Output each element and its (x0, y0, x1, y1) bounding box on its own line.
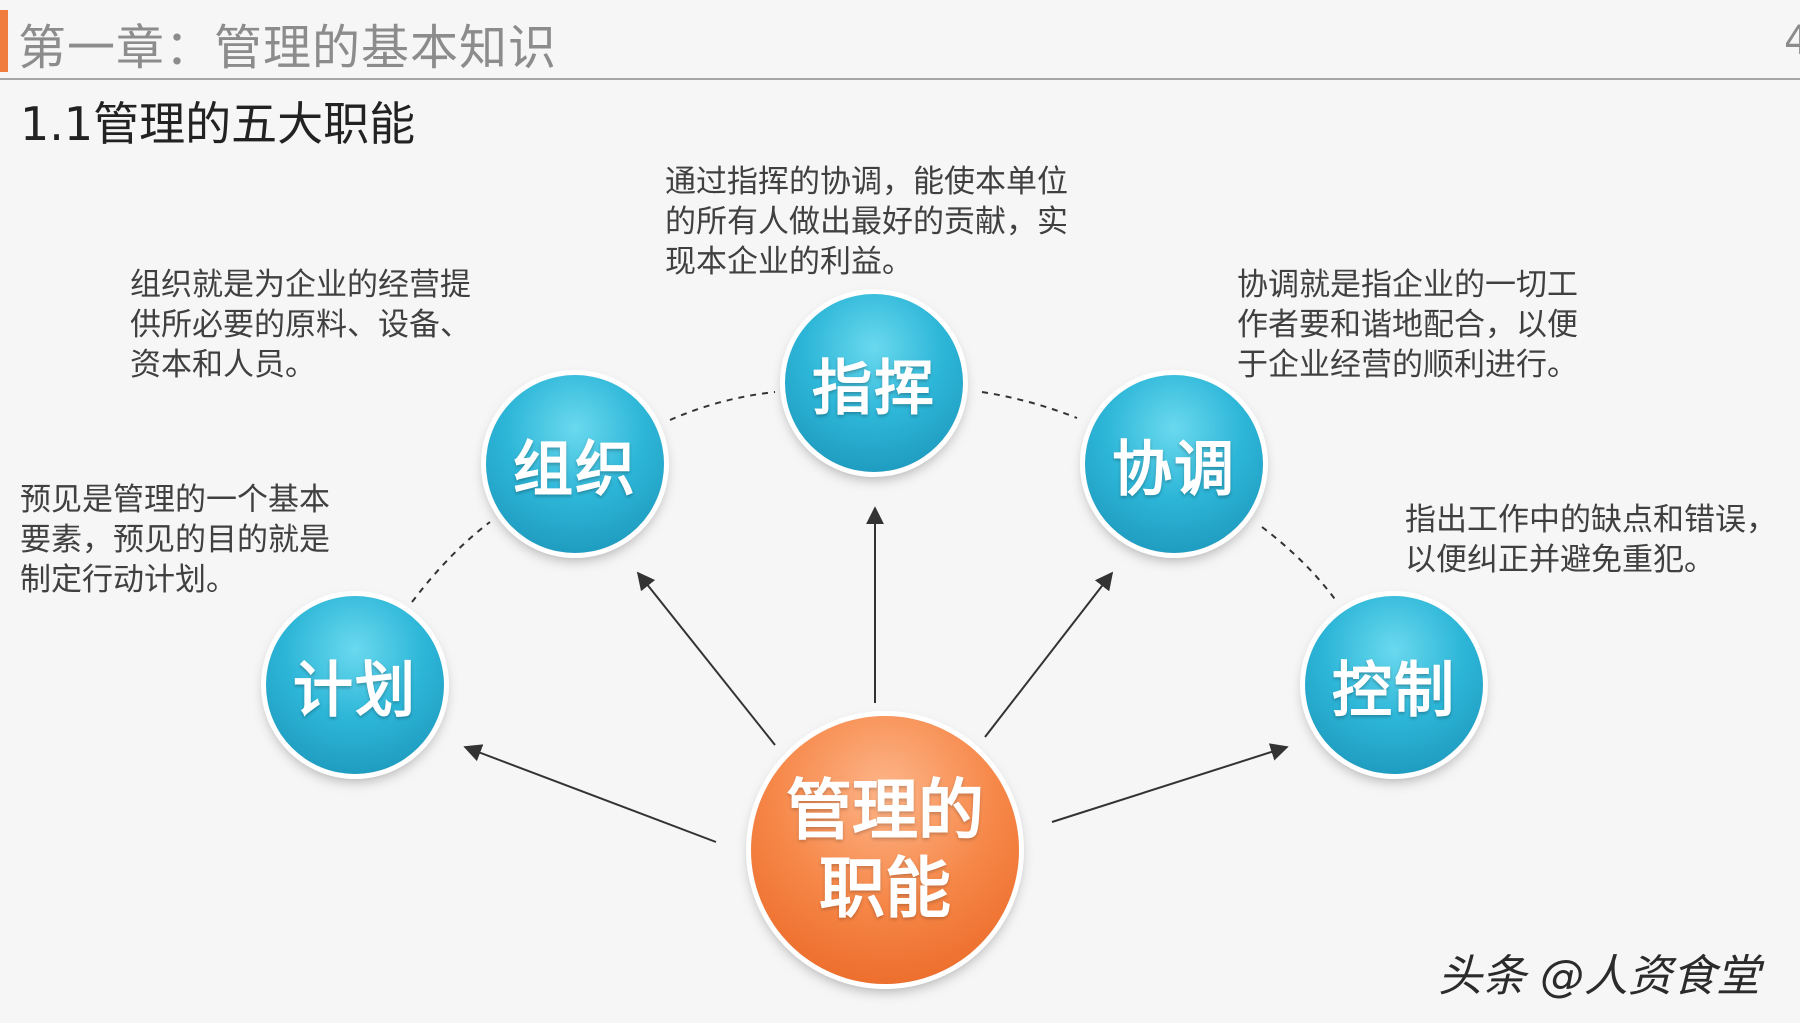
arrow-to-control (1051, 743, 1289, 823)
arrow-to-organize (636, 571, 776, 746)
section-title: 1.1管理的五大职能 (20, 97, 416, 151)
description-line: 通过指挥的协调，能使本单位 (665, 164, 1068, 200)
description-command: 通过指挥的协调，能使本单位 的所有人做出最好的贡献，实 现本企业的利益。 (665, 162, 1068, 282)
description-line: 资本和人员。 (130, 347, 316, 383)
node-plan: 计划 (266, 596, 444, 774)
description-line: 制定行动计划。 (20, 562, 237, 598)
description-coordinate: 协调就是指企业的一切工 作者要和谐地配合，以便 于企业经营的顺利进行。 (1237, 265, 1578, 385)
arrow-to-plan (463, 744, 717, 843)
dashed-arc-organize-command (669, 391, 776, 421)
node-organize: 组织 (486, 375, 664, 553)
description-line: 于企业经营的顺利进行。 (1237, 347, 1578, 383)
node-label: 控制 (1332, 655, 1456, 726)
description-line: 组织就是为企业的经营提 (130, 267, 471, 303)
description-line: 预见是管理的一个基本 (20, 482, 330, 518)
description-line: 以便纠正并避免重犯。 (1405, 542, 1715, 578)
description-line: 要素，预见的目的就是 (20, 522, 330, 558)
description-plan: 预见是管理的一个基本 要素，预见的目的就是 制定行动计划。 (20, 480, 330, 600)
description-line: 指出工作中的缺点和错误， (1405, 502, 1777, 538)
dashed-arc-plan-organize (411, 521, 491, 603)
dashed-arc-command-coordinate (981, 391, 1078, 419)
description-line: 协调就是指企业的一切工 (1237, 267, 1578, 303)
center-node: 管理的 职能 (751, 716, 1019, 984)
arrow-to-coordinate (984, 571, 1114, 738)
description-line: 现本企业的利益。 (665, 244, 913, 280)
node-label: 协调 (1112, 434, 1236, 505)
dashed-arc-coordinate-control (1261, 526, 1338, 603)
node-control: 控制 (1305, 596, 1483, 774)
page-number: 4 (1784, 18, 1800, 64)
description-line: 供所必要的原料、设备、 (130, 307, 471, 343)
node-label: 计划 (293, 655, 417, 726)
center-node-label-line1: 管理的 (786, 772, 984, 849)
watermark: 头条 @人资食堂 (1438, 951, 1760, 1002)
node-command: 指挥 (785, 294, 963, 472)
description-line: 作者要和谐地配合，以便 (1237, 307, 1578, 343)
description-control: 指出工作中的缺点和错误， 以便纠正并避免重犯。 (1405, 500, 1777, 580)
description-organize: 组织就是为企业的经营提 供所必要的原料、设备、 资本和人员。 (130, 265, 471, 385)
node-label: 组织 (513, 434, 637, 505)
chapter-title: 第一章：管理的基本知识 (18, 20, 558, 76)
center-node-label-line2: 职能 (819, 850, 951, 927)
header-divider (0, 78, 1800, 80)
description-line: 的所有人做出最好的贡献，实 (665, 204, 1068, 240)
node-label: 指挥 (812, 353, 936, 424)
header-accent-bar (0, 10, 8, 72)
node-coordinate: 协调 (1085, 375, 1263, 553)
